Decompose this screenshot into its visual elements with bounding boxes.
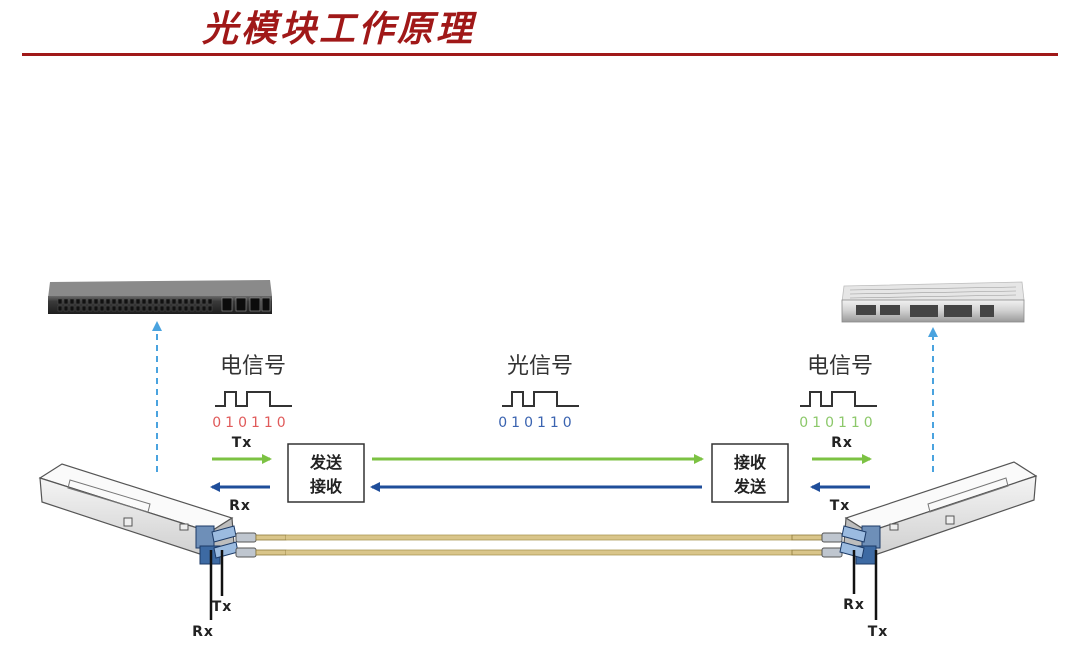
left-tx-label: Tx (232, 435, 253, 451)
network-switch-icon (48, 280, 272, 314)
right-transceiver-box (711, 443, 789, 503)
right-signal-label: 电信号 (807, 354, 873, 379)
center-pulse-waveform (502, 391, 579, 407)
fiber-cables (235, 532, 843, 558)
left-box-line2: 接收 (310, 477, 342, 496)
center-bits: 010110 (498, 415, 575, 431)
center-signal-label: 光信号 (507, 354, 573, 379)
left-port-rx: Rx (192, 624, 214, 640)
left-optical-module (38, 463, 239, 565)
right-port-rx: Rx (843, 597, 865, 613)
left-rx-label: Rx (229, 498, 251, 514)
left-signal-label: 电信号 (220, 354, 286, 379)
right-tx-label: Tx (830, 498, 851, 514)
left-bits: 010110 (212, 415, 289, 431)
left-transceiver-box (287, 443, 365, 503)
right-rx-label: Rx (831, 435, 853, 451)
left-port-tx: Tx (212, 599, 233, 615)
title-divider (22, 53, 1058, 56)
right-box-line1: 接收 (734, 453, 766, 472)
left-pulse-waveform (215, 391, 292, 407)
right-bits: 010110 (799, 415, 876, 431)
right-port-tx: Tx (868, 624, 889, 640)
server-icon (841, 281, 1025, 323)
right-optical-module (839, 461, 1038, 565)
right-box-line2: 发送 (733, 477, 767, 496)
page-title: 光模块工作原理 (202, 8, 476, 50)
right-pulse-waveform (800, 391, 877, 407)
left-box-line1: 发送 (309, 453, 343, 472)
